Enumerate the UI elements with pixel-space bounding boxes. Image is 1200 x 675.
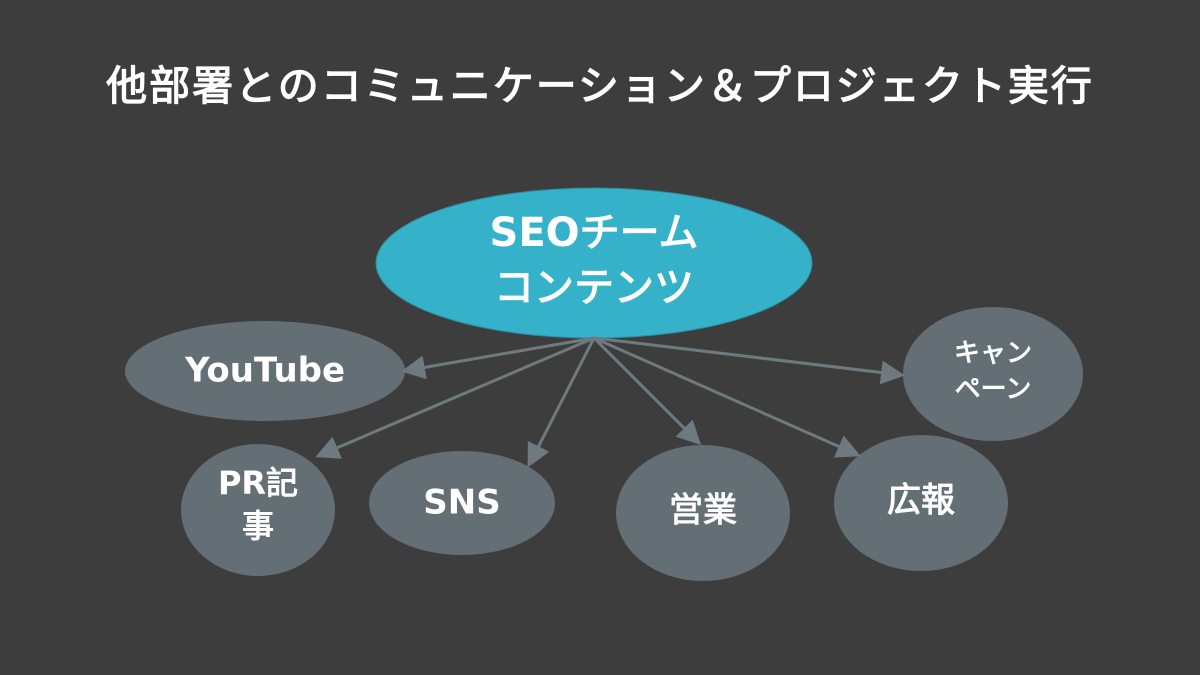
arrow-to-publicity	[593, 336, 861, 458]
center-node: SEOチーム コンテンツ	[375, 187, 813, 339]
sns-label: SNS	[423, 483, 500, 523]
arrow-to-campaign	[593, 336, 905, 385]
pr-label-line2: 事	[242, 507, 274, 545]
node-pr-article: PR記 事	[181, 444, 335, 576]
arrow-to-youtube	[401, 336, 595, 380]
campaign-label-line1: キャン	[954, 339, 1032, 369]
youtube-label: YouTube	[184, 351, 345, 391]
node-sales: 営業	[616, 445, 790, 581]
node-publicity: 広報	[834, 435, 1008, 571]
arrow-to-sns	[527, 337, 596, 468]
pr-label-line1: PR記	[218, 464, 298, 502]
node-campaign: キャン ペーン	[903, 307, 1083, 441]
node-sns: SNS	[369, 451, 555, 555]
slide-title: 他部署とのコミュニケーション＆プロジェクト実行	[106, 62, 1094, 110]
center-label-line1: SEOチーム	[490, 210, 699, 256]
campaign-label-line2: ペーン	[955, 375, 1032, 405]
publicity-label: 広報	[887, 481, 955, 521]
arrow-to-sales	[592, 336, 702, 446]
center-label-line2: コンテンツ	[494, 265, 694, 311]
node-youtube: YouTube	[125, 321, 405, 421]
sales-label: 営業	[669, 491, 737, 531]
arrow-to-pr-article	[315, 336, 595, 459]
